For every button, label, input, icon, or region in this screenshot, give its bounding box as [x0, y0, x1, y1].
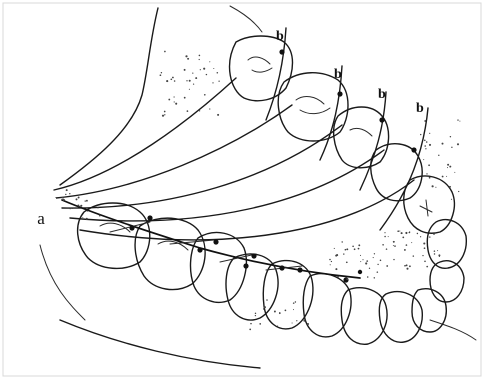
jaw-outline [40, 6, 476, 368]
reference-dot [197, 247, 202, 252]
reference-dot [279, 49, 284, 54]
reference-dot [243, 263, 248, 268]
reference-dot [213, 239, 218, 244]
reference-dot [411, 147, 416, 152]
upper-teeth [230, 36, 467, 302]
label-a: a [26, 198, 56, 240]
reference-dot [343, 277, 348, 282]
reference-dot [297, 267, 302, 272]
reference-dot [129, 225, 134, 230]
reference-dot [251, 253, 256, 258]
reference-dot [279, 265, 284, 270]
label-b: b [378, 87, 386, 102]
reference-dot [379, 117, 384, 122]
label-b: b [334, 67, 342, 82]
gum-stippling [62, 51, 461, 331]
reference-dot [358, 270, 362, 274]
reference-dot [147, 215, 152, 220]
label-b: b [276, 29, 284, 44]
arc-lines [54, 78, 414, 240]
reference-dot [337, 91, 342, 96]
lower-teeth [78, 203, 447, 344]
label-b: b [416, 101, 424, 116]
b-labels: b b b b [276, 29, 424, 116]
figure-border [3, 3, 481, 376]
label-a-text: a [37, 209, 45, 229]
